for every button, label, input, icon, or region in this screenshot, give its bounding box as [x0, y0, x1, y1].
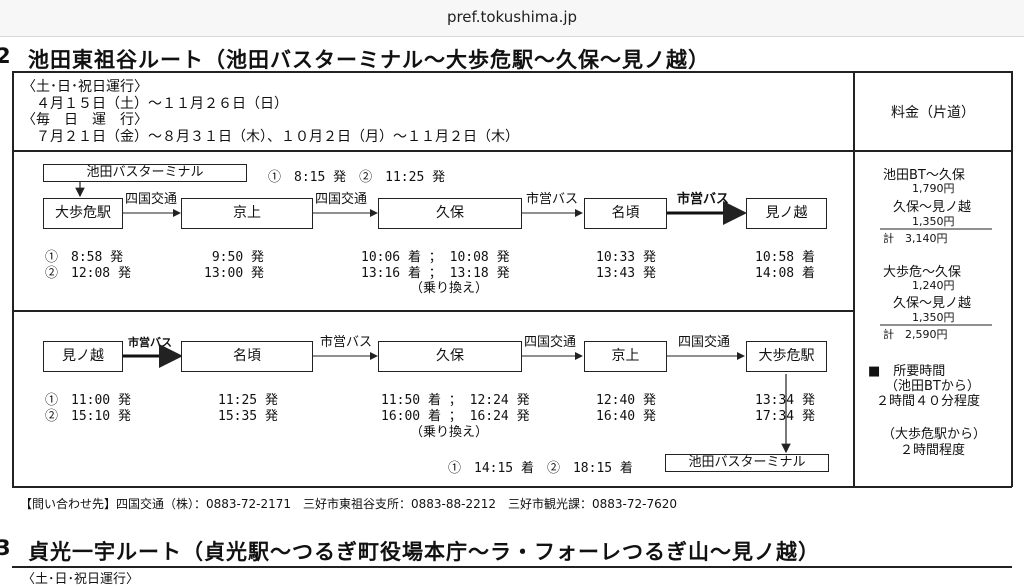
fare-header: 料金（片道） — [891, 105, 975, 121]
outbound-terminal-departures: ① 8:15 発 ② 11:25 発 — [268, 170, 446, 185]
table-border-right — [1011, 71, 1013, 487]
inbound-time-kyojo-1: 12:40 発 — [596, 393, 656, 408]
table-border-left — [12, 71, 14, 487]
fare-route2-price: 1,350円 — [912, 215, 955, 228]
inbound-terminal-label: 池田バスターミナル — [688, 455, 806, 470]
fare-route2: 久保〜見ノ越 — [893, 200, 972, 215]
inbound-carrier-4: 四国交通 — [678, 335, 731, 350]
inbound-carrier-1: 市営バス — [128, 336, 172, 349]
url-text[interactable]: pref.tokushima.jp — [446, 8, 578, 26]
fare-route3: 大歩危〜久保 — [883, 265, 962, 280]
fare-route1-price: 1,790円 — [912, 182, 955, 195]
inbound-carrier-3: 四国交通 — [524, 335, 577, 350]
inbound-time-nagoro-1: 11:25 発 — [218, 393, 278, 408]
inbound-time-minokoshi-2: ② 15:10 発 — [45, 409, 131, 424]
outbound-time-kubo-1: 10:06 着 ； 10:08 発 — [361, 250, 510, 265]
duration-time-oboke: ２時間程度 — [900, 443, 966, 458]
fare-route3-price: 1,240円 — [912, 279, 955, 292]
browser-address-bar[interactable]: pref.tokushima.jp — [0, 0, 1024, 37]
outbound-stop-nagoro: 名頃 — [584, 198, 667, 229]
outbound-time-nagoro-1: 10:33 発 — [596, 250, 656, 265]
table-border-top — [12, 71, 1012, 73]
inbound-carrier-2: 市営バス — [320, 335, 373, 350]
duration-heading: ■ 所要時間 — [868, 364, 946, 379]
outbound-carrier-2: 四国交通 — [315, 192, 368, 207]
section3-title: 貞光一宇ルート（貞光駅〜つるぎ町役場本庁〜ラ・フォーレつるぎ山〜見ノ越） — [28, 540, 820, 564]
stop-label: 名頃 — [611, 205, 640, 221]
inbound-time-kubo-1: 11:50 着 ； 12:24 発 — [381, 393, 530, 408]
outbound-time-kyojo-2: 13:00 発 — [204, 266, 264, 281]
outbound-carrier-3: 市営バス — [526, 192, 579, 207]
period1-label: 〈土･日･祝日運行〉 — [22, 79, 148, 95]
outbound-stop-minokoshi: 見ノ越 — [746, 198, 827, 229]
outbound-stop-oboke: 大歩危駅 — [43, 198, 123, 229]
duration-from-oboke: （大歩危駅から） — [882, 427, 987, 442]
outbound-time-oboke-2: ② 12:08 発 — [45, 266, 131, 281]
inbound-time-oboke-2: 17:34 発 — [755, 409, 815, 424]
fare-total1: 計 3,140円 — [883, 232, 948, 245]
period2-dates: ７月２１日（金）〜８月３１日（木）、１０月２日（月）〜１１月２日（木） — [36, 129, 519, 145]
outbound-time-minokoshi-1: 10:58 着 — [755, 250, 815, 265]
section3-table-border-top — [12, 566, 1012, 568]
inbound-stop-kyojo: 京上 — [584, 341, 667, 372]
inbound-time-kubo-2: 16:00 着 ； 16:24 発 — [381, 409, 530, 424]
stop-label: 久保 — [436, 205, 464, 221]
inbound-stop-kubo: 久保 — [378, 341, 522, 372]
inbound-terminal-box: 池田バスターミナル — [665, 454, 829, 472]
outbound-time-nagoro-2: 13:43 発 — [596, 266, 656, 281]
table-border-bottom — [12, 486, 1012, 488]
stop-label: 大歩危駅 — [55, 205, 111, 221]
fare-route1: 池田BT〜久保 — [883, 168, 965, 183]
stop-label: 名頃 — [233, 348, 261, 364]
outbound-carrier-4: 市営バス — [677, 192, 730, 207]
inbound-time-nagoro-2: 15:35 発 — [218, 409, 278, 424]
section3-period-label: 〈土･日･祝日運行〉 — [22, 572, 140, 587]
outbound-terminal-label: 池田バスターミナル — [86, 165, 204, 180]
outbound-stop-kyojo: 京上 — [181, 198, 313, 229]
outbound-time-kyojo-1: 9:50 発 — [211, 250, 264, 265]
inbound-stop-oboke: 大歩危駅 — [746, 341, 827, 372]
stop-label: 久保 — [436, 348, 464, 364]
fare-route4: 久保〜見ノ越 — [893, 296, 972, 311]
stop-label: 京上 — [611, 348, 640, 364]
duration-time-ikeda: ２時間４０分程度 — [876, 394, 981, 409]
inbound-terminal-arrivals: ① 14:15 着 ② 18:15 着 — [448, 461, 633, 476]
period1-dates: ４月１５日（土）〜１１月２６日（日） — [36, 96, 288, 112]
outbound-time-kubo-2: 13:16 着 ； 13:18 発 — [361, 266, 510, 281]
inbound-stop-nagoro: 名頃 — [181, 341, 313, 372]
inbound-time-kyojo-2: 16:40 発 — [596, 409, 656, 424]
inbound-transfer-note: （乗り換え） — [410, 425, 489, 440]
fare-route4-price: 1,350円 — [912, 311, 955, 324]
outbound-transfer-note: （乗り換え） — [410, 281, 489, 296]
table-divider-vertical — [853, 71, 855, 487]
table-divider-middle — [12, 310, 854, 312]
outbound-time-minokoshi-2: 14:08 着 — [755, 266, 815, 281]
outbound-terminal-box: 池田バスターミナル — [43, 164, 247, 182]
section3-number: 3 — [0, 536, 12, 560]
table-divider-header — [12, 150, 1012, 152]
stop-label: 大歩危駅 — [758, 348, 815, 364]
inbound-stop-minokoshi: 見ノ越 — [43, 341, 123, 372]
inbound-time-oboke-1: 13:34 発 — [755, 393, 815, 408]
contact-info: 【問い合わせ先】四国交通（株）：0883-72-2171 三好市東祖谷支所：08… — [20, 497, 678, 511]
stop-label: 見ノ越 — [765, 205, 808, 221]
section-title: 池田東祖谷ルート（池田バスターミナル〜大歩危駅〜久保〜見ノ越） — [28, 48, 710, 72]
fare-total2: 計 2,590円 — [883, 328, 948, 341]
outbound-time-oboke-1: ① 8:58 発 — [45, 250, 124, 265]
section-number: 2 — [0, 44, 12, 68]
inbound-time-minokoshi-1: ① 11:00 発 — [45, 393, 131, 408]
duration-from-ikeda: （池田BTから） — [885, 379, 980, 394]
stop-label: 京上 — [233, 205, 261, 221]
period2-label: 〈毎 日 運 行〉 — [22, 112, 148, 128]
outbound-stop-kubo: 久保 — [378, 198, 522, 229]
stop-label: 見ノ越 — [62, 348, 104, 364]
outbound-carrier-1: 四国交通 — [125, 192, 178, 207]
